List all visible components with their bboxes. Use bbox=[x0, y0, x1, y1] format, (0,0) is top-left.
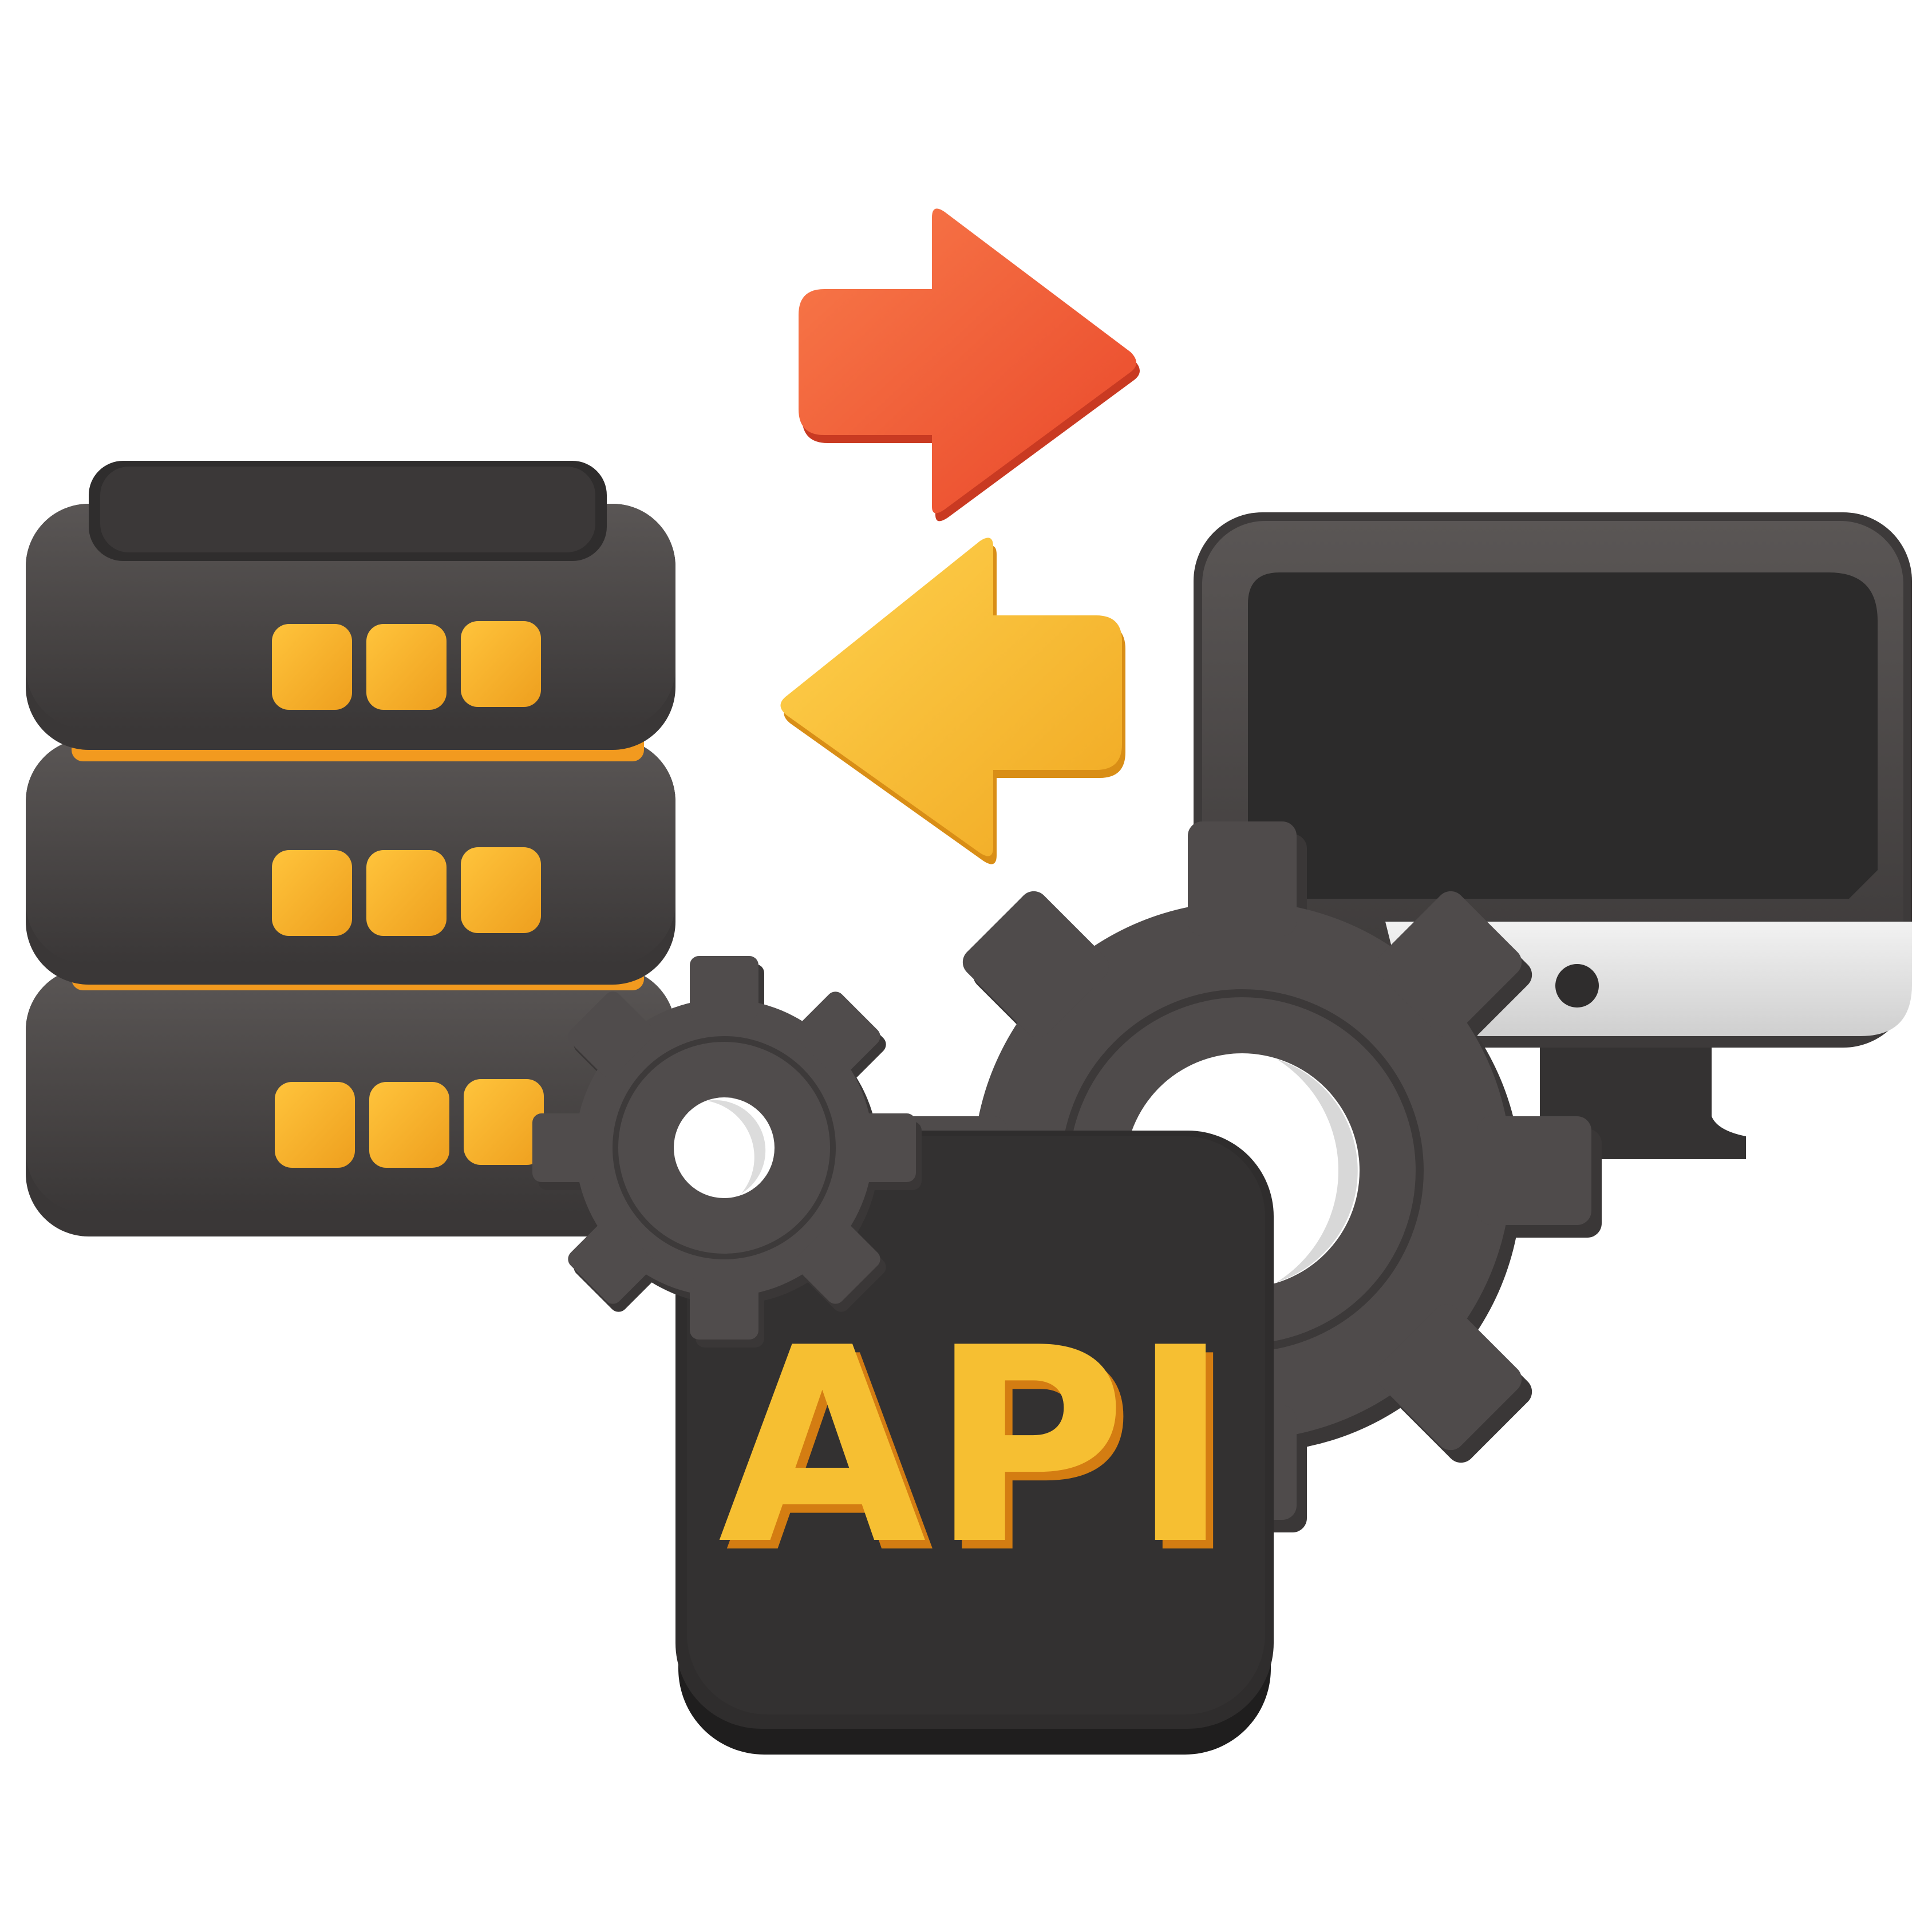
desktop-monitor-icon bbox=[1194, 512, 1912, 1159]
server-stack-icon bbox=[26, 461, 675, 1236]
arrow-right-icon bbox=[799, 208, 1140, 521]
server-unit-1-lights bbox=[272, 621, 541, 710]
api-label-shadow: API bbox=[725, 1299, 1241, 1612]
server-unit-2-lights bbox=[272, 847, 541, 936]
arrow-left-icon bbox=[780, 538, 1125, 864]
server-unit-3-lights bbox=[275, 1079, 544, 1168]
small-gear-icon bbox=[532, 956, 922, 1348]
api-label: API bbox=[718, 1290, 1234, 1603]
